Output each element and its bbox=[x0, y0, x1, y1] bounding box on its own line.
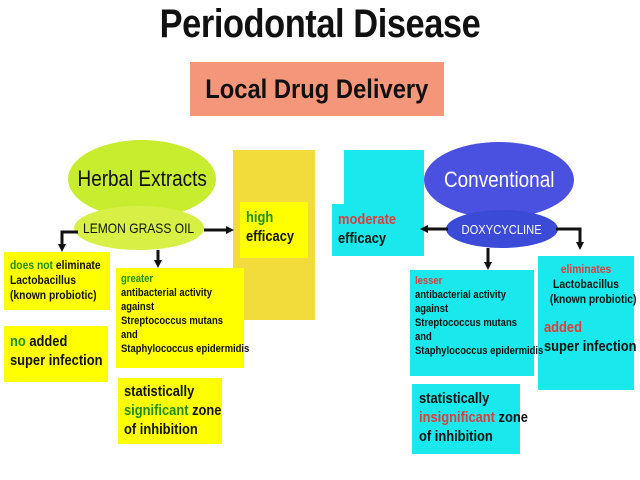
herbal-lactobacillus-box: does not eliminate Lactobacillus (known … bbox=[4, 252, 110, 310]
conventional-lactobacillus-box: eliminates Lactobacillus (known probioti… bbox=[538, 256, 637, 312]
herbal-super-lead: no bbox=[10, 333, 26, 350]
herbal-lacto-line3: (known probiotic) bbox=[10, 288, 97, 302]
conventional-efficacy-word: efficacy bbox=[338, 230, 387, 247]
conventional-sig-line1: statistically bbox=[419, 390, 490, 407]
subtitle-text: Local Drug Delivery bbox=[205, 74, 429, 104]
herbal-efficacy-word: efficacy bbox=[246, 228, 295, 245]
conventional-activity-line3: against bbox=[415, 303, 449, 315]
conventional-significance-box: statistically insignificant zone of inhi… bbox=[412, 384, 528, 454]
conventional-activity-line6: Staphylococcus epidermidis bbox=[415, 345, 544, 357]
conventional-activity-box: lesser antibacterial activity against St… bbox=[410, 270, 544, 376]
herbal-super-line2: super infection bbox=[10, 352, 103, 369]
herbal-sig-lead: significant bbox=[124, 402, 189, 419]
doxycycline-label: DOXYCYCLINE bbox=[461, 221, 543, 237]
herbal-lacto-line2: Lactobacillus bbox=[10, 273, 76, 287]
herbal-activity-line6: Staphylococcus epidermidis bbox=[121, 343, 250, 355]
herbal-extracts-node: Herbal Extracts bbox=[68, 140, 216, 218]
conventional-efficacy-level: moderate bbox=[338, 211, 397, 228]
arrow-doxy-to-lacto bbox=[556, 227, 584, 250]
herbal-lacto-lead: does not bbox=[10, 258, 53, 272]
herbal-efficacy-level: high bbox=[246, 209, 274, 226]
herbal-sig-line3: of inhibition bbox=[124, 421, 198, 438]
herbal-activity-line3: against bbox=[121, 301, 155, 313]
conventional-activity-lead: lesser bbox=[415, 275, 443, 287]
conventional-node: Conventional bbox=[424, 142, 574, 218]
subtitle-banner: Local Drug Delivery bbox=[190, 62, 444, 116]
herbal-superinfection-box: no added super infection bbox=[4, 326, 108, 382]
herbal-efficacy-box: high efficacy bbox=[240, 202, 308, 258]
lemon-grass-oil-node: LEMON GRASS OIL bbox=[74, 206, 204, 250]
conventional-sig-rest: zone bbox=[494, 409, 528, 426]
conventional-super-lead: added bbox=[544, 319, 583, 336]
conventional-sig-line3: of inhibition bbox=[419, 428, 493, 445]
herbal-extracts-label: Herbal Extracts bbox=[77, 166, 207, 191]
arrow-lemon-to-lacto bbox=[58, 230, 78, 252]
conventional-lacto-line3: (known probiotic) bbox=[549, 292, 637, 306]
conventional-superinfection-box: added super infection bbox=[538, 312, 637, 390]
conventional-lacto-lead: eliminates bbox=[560, 262, 612, 276]
conventional-label: Conventional bbox=[443, 167, 555, 192]
page-title: Periodontal Disease bbox=[159, 2, 481, 46]
herbal-activity-box: greater antibacterial activity against S… bbox=[116, 268, 250, 368]
conventional-efficacy-box: moderate efficacy bbox=[332, 204, 418, 256]
doxycycline-node: DOXYCYCLINE bbox=[446, 210, 558, 248]
herbal-lacto-rest: eliminate bbox=[53, 258, 101, 272]
herbal-activity-line5: and bbox=[121, 329, 138, 341]
herbal-activity-lead: greater bbox=[121, 273, 154, 285]
lemon-grass-oil-label: LEMON GRASS OIL bbox=[83, 220, 195, 236]
conventional-activity-line4: Streptococcus mutans bbox=[415, 317, 517, 329]
conventional-sig-lead: insignificant bbox=[419, 409, 495, 426]
herbal-super-rest: added bbox=[25, 333, 68, 350]
conventional-activity-line5: and bbox=[415, 331, 432, 343]
herbal-sig-line1: statistically bbox=[124, 383, 195, 400]
herbal-significance-box: statistically significant zone of inhibi… bbox=[118, 378, 222, 444]
herbal-activity-line2: antibacterial activity bbox=[121, 287, 212, 299]
herbal-activity-line4: Streptococcus mutans bbox=[121, 315, 223, 327]
conventional-lacto-line2: Lactobacillus bbox=[553, 277, 619, 291]
conventional-activity-line2: antibacterial activity bbox=[415, 289, 506, 301]
conventional-super-line2: super infection bbox=[544, 338, 637, 355]
herbal-sig-rest: zone bbox=[188, 402, 222, 419]
